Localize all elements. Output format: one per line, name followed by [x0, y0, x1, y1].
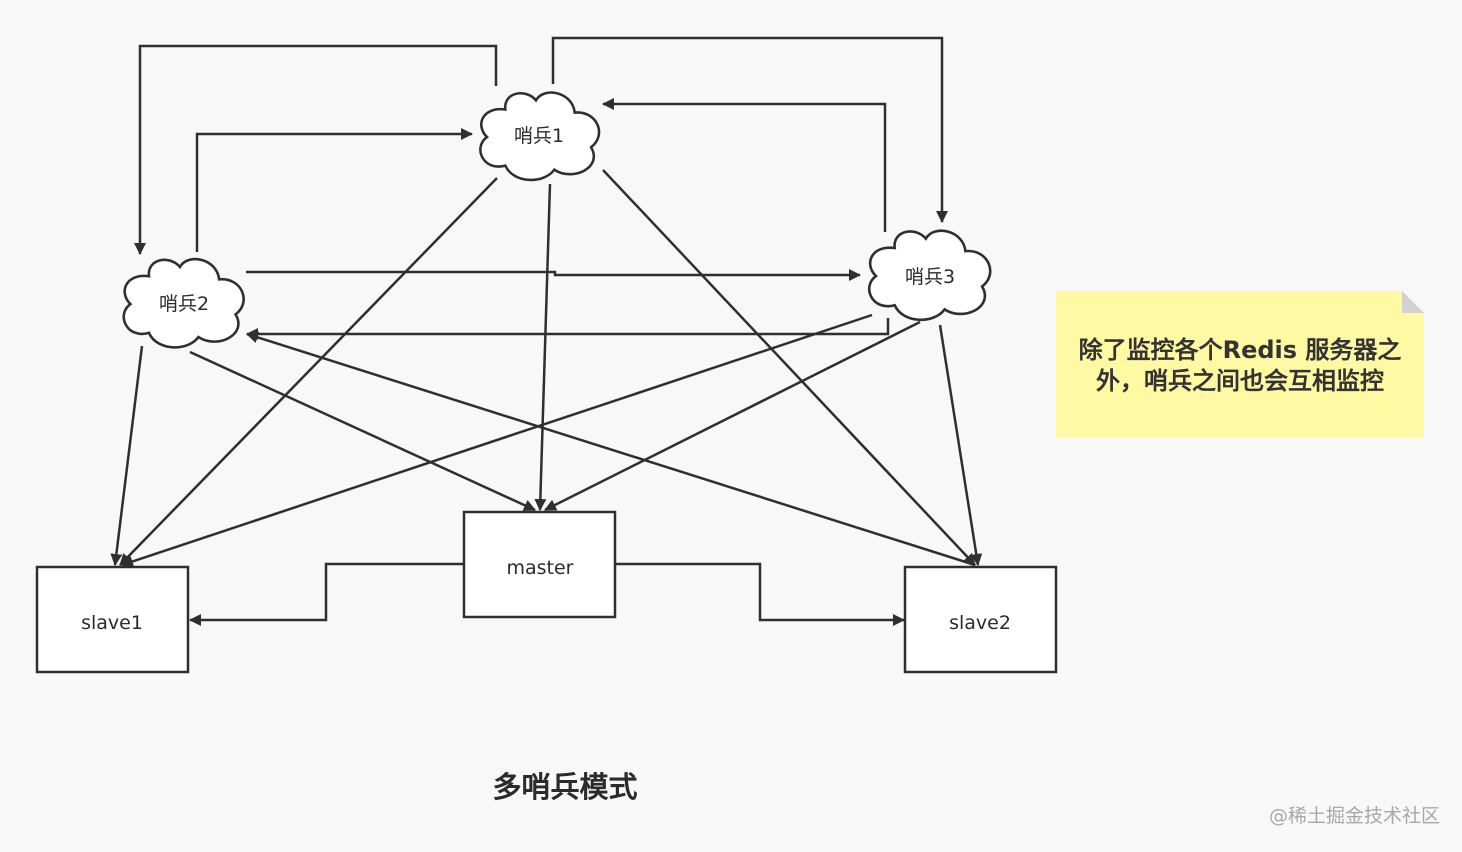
sentinel2-node: 哨兵2	[122, 257, 245, 349]
slave2-node: slave2	[903, 565, 1058, 674]
sentinel3-label: 哨兵3	[905, 266, 955, 288]
sentinel1-label: 哨兵1	[514, 125, 564, 147]
sentinel3-node: 哨兵3	[867, 229, 992, 322]
master-label: master	[506, 557, 573, 579]
watermark: @稀土掘金技术社区	[1268, 805, 1440, 827]
edge-s3-to-slave1	[121, 313, 873, 568]
edge-s2-to-master	[189, 350, 536, 512]
sticky-note: 除了监控各个Redis 服务器之外，哨兵之间也会互相监控	[1056, 291, 1424, 437]
slave1-node: slave1	[35, 565, 190, 674]
edge-s2-to-s1	[195, 128, 473, 252]
edge-s2-to-slave1	[110, 345, 144, 566]
edge-s2-to-s3	[246, 269, 861, 281]
edge-s1-to-slave2	[602, 169, 976, 566]
edge-s1-to-s3-loop	[551, 36, 948, 223]
edge-s1-to-master	[534, 183, 552, 511]
edge-master-to-slave2	[615, 562, 905, 626]
edge-s3-to-s2	[246, 318, 890, 340]
slave1-label: slave1	[81, 612, 143, 634]
edge-s3-to-slave2	[938, 324, 983, 566]
connectors	[110, 36, 983, 626]
master-node: master	[462, 510, 617, 619]
sentinel1-node: 哨兵1	[479, 91, 601, 182]
edge-s1-to-slave1	[119, 177, 498, 566]
slave2-label: slave2	[949, 612, 1011, 634]
edge-s1-to-s2-loop	[134, 44, 498, 255]
edge-s3-to-s1	[602, 98, 887, 232]
edge-slave2-to-s2	[246, 331, 976, 567]
edge-s3-to-master	[544, 320, 921, 512]
diagram-caption: 多哨兵模式	[492, 770, 638, 804]
note-text: 除了监控各个Redis 服务器之外，哨兵之间也会互相监控	[1078, 336, 1402, 395]
sentinel2-label: 哨兵2	[159, 293, 209, 315]
edge-master-to-slave1	[189, 562, 464, 626]
